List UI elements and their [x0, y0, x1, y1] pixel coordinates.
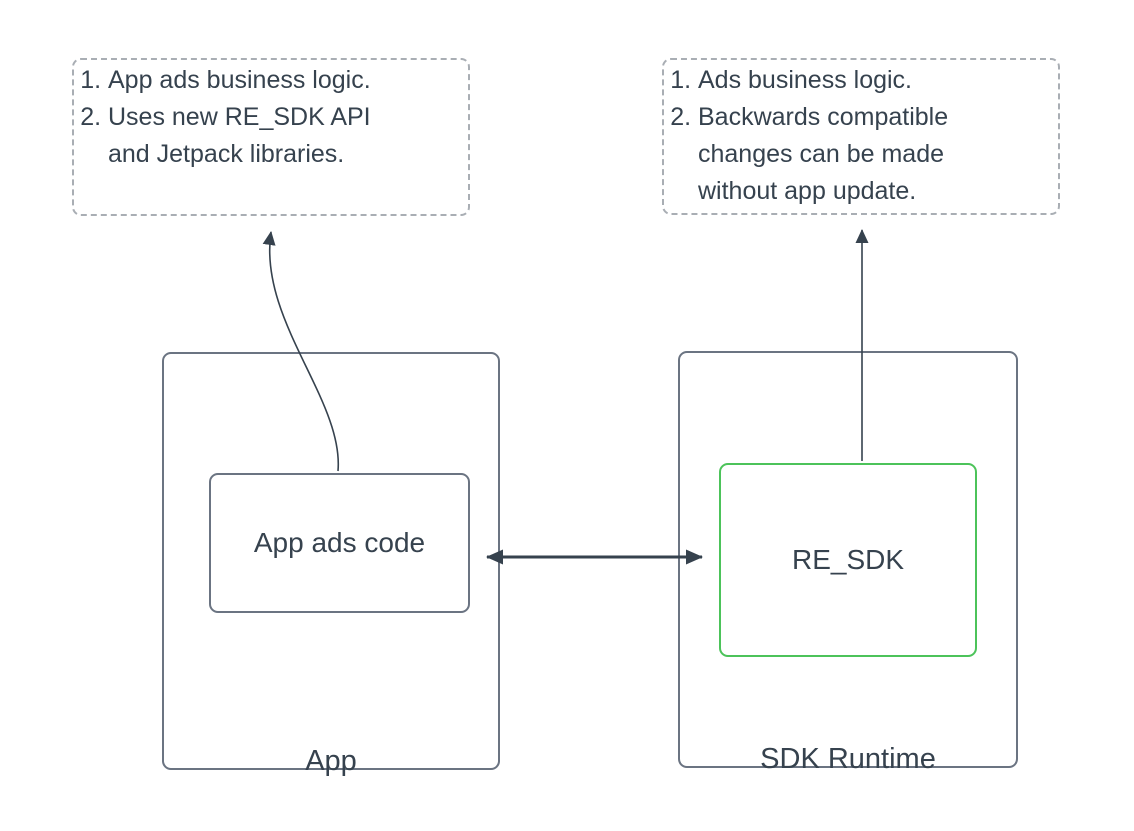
right-note-item-1: Ads business logic.: [698, 62, 1054, 99]
app-ads-code-box: App ads code: [209, 473, 470, 613]
right-note-list: Ads business logic. Backwards compatible…: [664, 62, 1058, 210]
right-note-item-2: Backwards compatible changes can be made…: [698, 99, 1054, 210]
left-note-box: App ads business logic. Uses new RE_SDK …: [72, 58, 470, 216]
right-note-box: Ads business logic. Backwards compatible…: [662, 58, 1060, 215]
left-note-list: App ads business logic. Uses new RE_SDK …: [74, 62, 468, 173]
app-ads-code-label: App ads code: [253, 527, 426, 558]
sdk-runtime-container-label: SDK Runtime: [760, 743, 936, 775]
left-note-item-1: App ads business logic.: [108, 62, 464, 99]
re-sdk-label: RE_SDK: [791, 544, 905, 575]
left-note-item-2: Uses new RE_SDK API and Jetpack librarie…: [108, 99, 464, 173]
re-sdk-box: RE_SDK: [719, 463, 977, 657]
app-container-label: App: [305, 745, 357, 777]
